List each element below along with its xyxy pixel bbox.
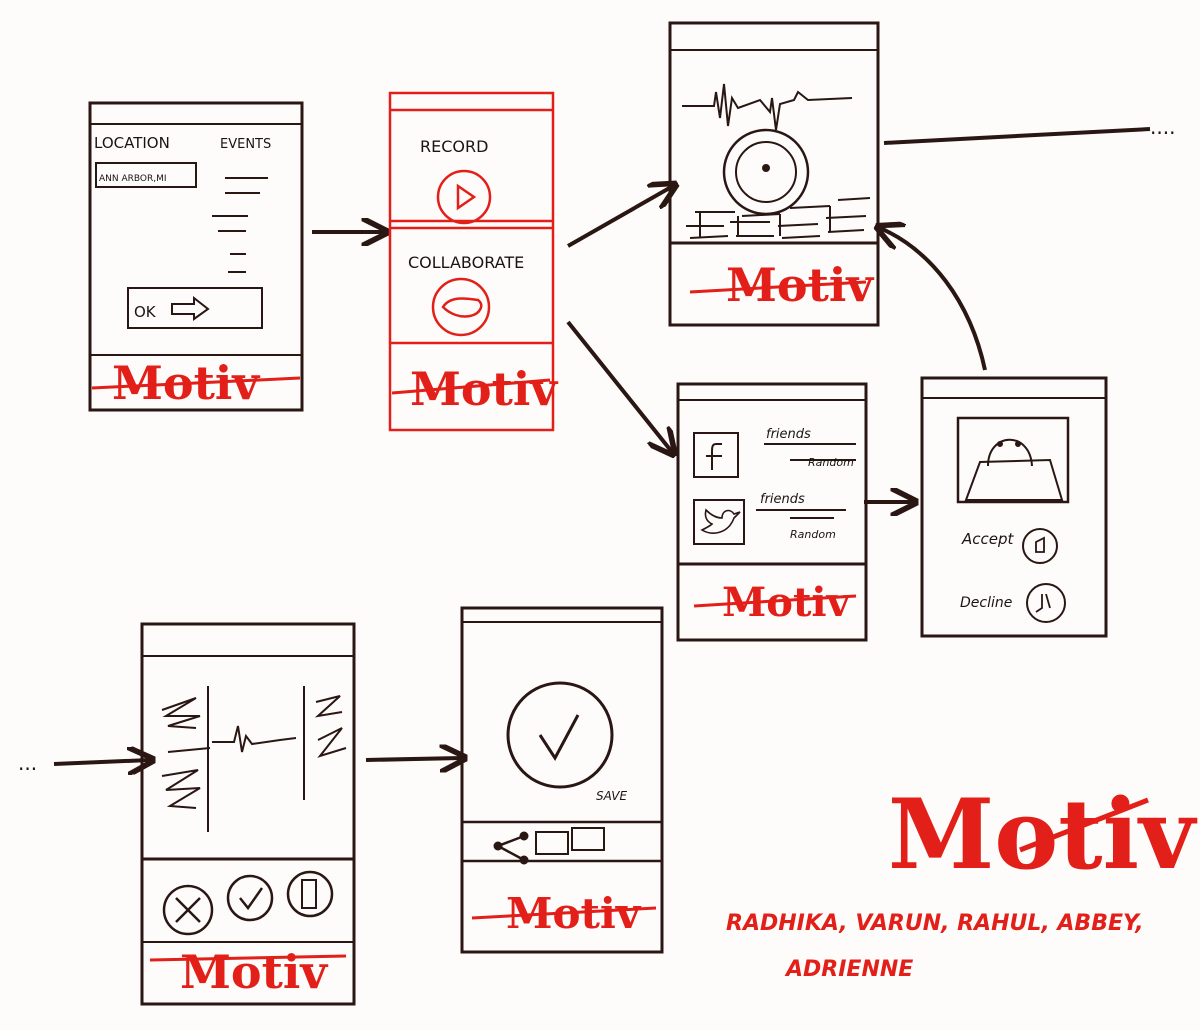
collaborate-label: COLLABORATE bbox=[408, 253, 524, 272]
track-squiggles bbox=[314, 695, 347, 758]
ok-label: OK bbox=[134, 303, 157, 321]
screen-recording bbox=[668, 21, 880, 327]
city-field[interactable] bbox=[95, 162, 197, 188]
record-label: RECORD bbox=[420, 137, 488, 156]
events-label: EVENTS bbox=[220, 137, 271, 152]
arrow-right-icon bbox=[171, 295, 210, 321]
phone-frame bbox=[388, 91, 555, 432]
flow-arrow bbox=[566, 320, 672, 452]
facebook-icon bbox=[301, 879, 317, 909]
facebook-icon[interactable] bbox=[535, 831, 569, 855]
accept-label[interactable]: Accept bbox=[961, 530, 1015, 548]
screen-friends bbox=[676, 382, 868, 642]
continuation-dots: ... bbox=[18, 751, 37, 775]
thumbs-down-icon[interactable] bbox=[1026, 583, 1066, 623]
flow-arrow bbox=[567, 186, 673, 248]
flow-arrow bbox=[53, 760, 150, 764]
phone-frame bbox=[676, 382, 868, 642]
check-icon bbox=[506, 681, 614, 789]
phone-frame bbox=[668, 21, 880, 327]
brand-title: Motiv bbox=[888, 778, 1198, 891]
decline-label[interactable]: Decline bbox=[960, 595, 1012, 611]
logo-text: Motiv bbox=[180, 945, 328, 999]
city-value: ANN ARBOR,MI bbox=[99, 174, 167, 184]
waveform bbox=[682, 83, 853, 131]
flow-arrow bbox=[880, 228, 987, 371]
motiv-logo: Motiv bbox=[693, 579, 857, 626]
screen-invite bbox=[920, 376, 1108, 638]
row2-sub: Random bbox=[790, 528, 836, 541]
motiv-logo: Motiv bbox=[471, 889, 657, 938]
handshake-icon[interactable] bbox=[431, 277, 491, 337]
motiv-logo: Motiv bbox=[689, 258, 874, 312]
credits-line2: ADRIENNE bbox=[784, 957, 913, 982]
credits-line1: RADHIKA, VARUN, RAHUL, ABBEY, bbox=[726, 911, 1144, 936]
continuation-dots: .... bbox=[1150, 115, 1175, 139]
track-squiggles bbox=[161, 697, 201, 809]
phone-frame bbox=[88, 101, 304, 412]
save-label[interactable]: SAVE bbox=[596, 789, 627, 803]
screen-editor bbox=[140, 622, 356, 1006]
phone-frame bbox=[460, 606, 664, 954]
motiv-logo: Motiv bbox=[149, 945, 347, 999]
row1-sub: Random bbox=[808, 456, 854, 469]
close-icon[interactable] bbox=[162, 884, 214, 936]
flow-arrow bbox=[365, 758, 462, 760]
ok-button[interactable] bbox=[127, 287, 263, 329]
check-icon[interactable] bbox=[226, 874, 274, 922]
motiv-logo: Motiv bbox=[91, 356, 301, 410]
screen-saved bbox=[460, 606, 664, 954]
screen-mode bbox=[388, 91, 555, 432]
brand-logo-large: Motiv bbox=[888, 778, 1198, 891]
play-icon[interactable] bbox=[436, 169, 492, 225]
row1-label: friends bbox=[766, 427, 811, 442]
screen-location bbox=[88, 101, 304, 412]
twitter-icon[interactable] bbox=[693, 499, 745, 545]
events-list bbox=[212, 177, 268, 273]
phone-frame bbox=[920, 376, 1108, 638]
share-button[interactable] bbox=[286, 870, 334, 918]
row2-label: friends bbox=[760, 492, 805, 507]
continuation-line bbox=[883, 127, 1151, 145]
location-label: LOCATION bbox=[94, 134, 170, 152]
motiv-logo: Motiv bbox=[391, 362, 558, 416]
thumbs-up-icon[interactable] bbox=[1022, 528, 1058, 564]
avatar bbox=[956, 416, 1070, 504]
phone-frame bbox=[140, 622, 356, 1006]
facebook-icon[interactable] bbox=[693, 432, 739, 478]
keyboard bbox=[686, 197, 871, 239]
twitter-icon[interactable] bbox=[571, 827, 605, 851]
waveform bbox=[212, 725, 297, 753]
